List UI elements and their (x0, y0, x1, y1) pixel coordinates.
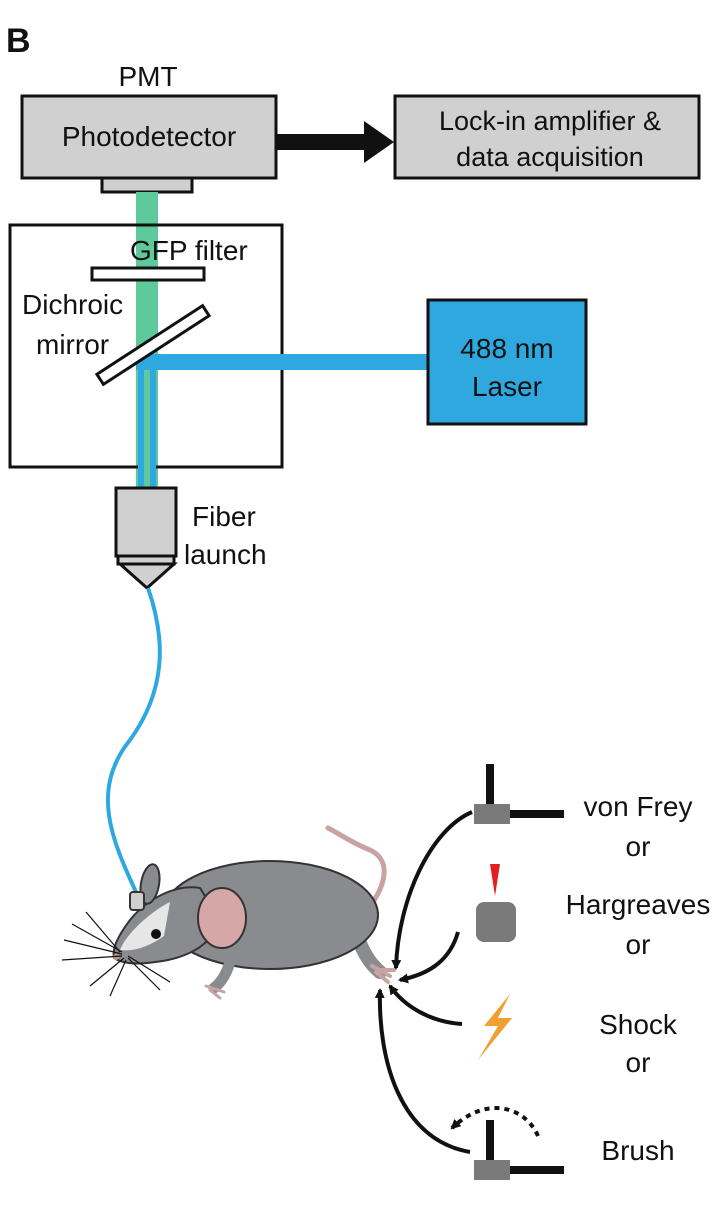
hargreaves-heat-icon (476, 864, 516, 942)
laser-box (426, 298, 588, 426)
signal-arrow (276, 121, 394, 163)
acquisition-line1: Lock-in amplifier & (439, 106, 661, 136)
fiber-launch-body (114, 486, 178, 558)
arrow-brush (374, 988, 471, 1154)
shock-lightning-icon (478, 994, 512, 1060)
brush-icon (474, 1120, 564, 1180)
mouse-hind-paw (370, 964, 396, 984)
mouse-front-leg (208, 949, 238, 994)
mouse-ear (197, 887, 247, 949)
mouse-front-paw (204, 984, 226, 1000)
shock-label: Shock (599, 1009, 678, 1040)
acquisition-line2: data acquisition (456, 142, 644, 172)
brush-motion-arrow (450, 1106, 540, 1137)
brush-label: Brush (601, 1135, 674, 1166)
mouse-illustration (61, 825, 396, 1000)
laser-beam-horizontal (136, 354, 430, 370)
fiber-launch-cone (116, 562, 178, 591)
or-label-1: or (626, 831, 651, 862)
gfp-filter-label: GFP filter (130, 235, 248, 266)
gfp-emission-core (144, 370, 150, 490)
dichroic-mirror (94, 303, 212, 387)
arrow-von-frey (391, 810, 473, 970)
panel-label: B (6, 22, 31, 60)
arrow-hargreaves (398, 931, 460, 984)
mouse-ear-back (139, 863, 161, 905)
photodetector-box (20, 94, 278, 180)
optical-fiber (106, 587, 162, 893)
mouse-whiskers (61, 911, 171, 997)
fiber-ferrule (129, 891, 145, 911)
pmt-title: PMT (118, 61, 177, 92)
fiber-label: Fiber (192, 501, 256, 532)
acquisition-box (393, 94, 701, 180)
mouse-eye (151, 929, 161, 939)
laser-line1: 488 nm (460, 333, 553, 364)
mirror-label: mirror (36, 329, 109, 360)
hargreaves-label: Hargreaves (566, 889, 711, 920)
von-frey-probe-icon (474, 764, 564, 824)
gfp-filter (90, 266, 206, 282)
launch-label: launch (184, 539, 267, 570)
or-label-3: or (626, 1047, 651, 1078)
arrow-shock (388, 984, 463, 1026)
dichroic-label: Dichroic (22, 289, 123, 320)
mouse-tail (325, 825, 387, 921)
or-label-2: or (626, 929, 651, 960)
photodetector-label: Photodetector (62, 121, 236, 152)
von-frey-label: von Frey (584, 791, 693, 822)
laser-line2: Laser (472, 371, 542, 402)
detector-window (100, 176, 194, 194)
